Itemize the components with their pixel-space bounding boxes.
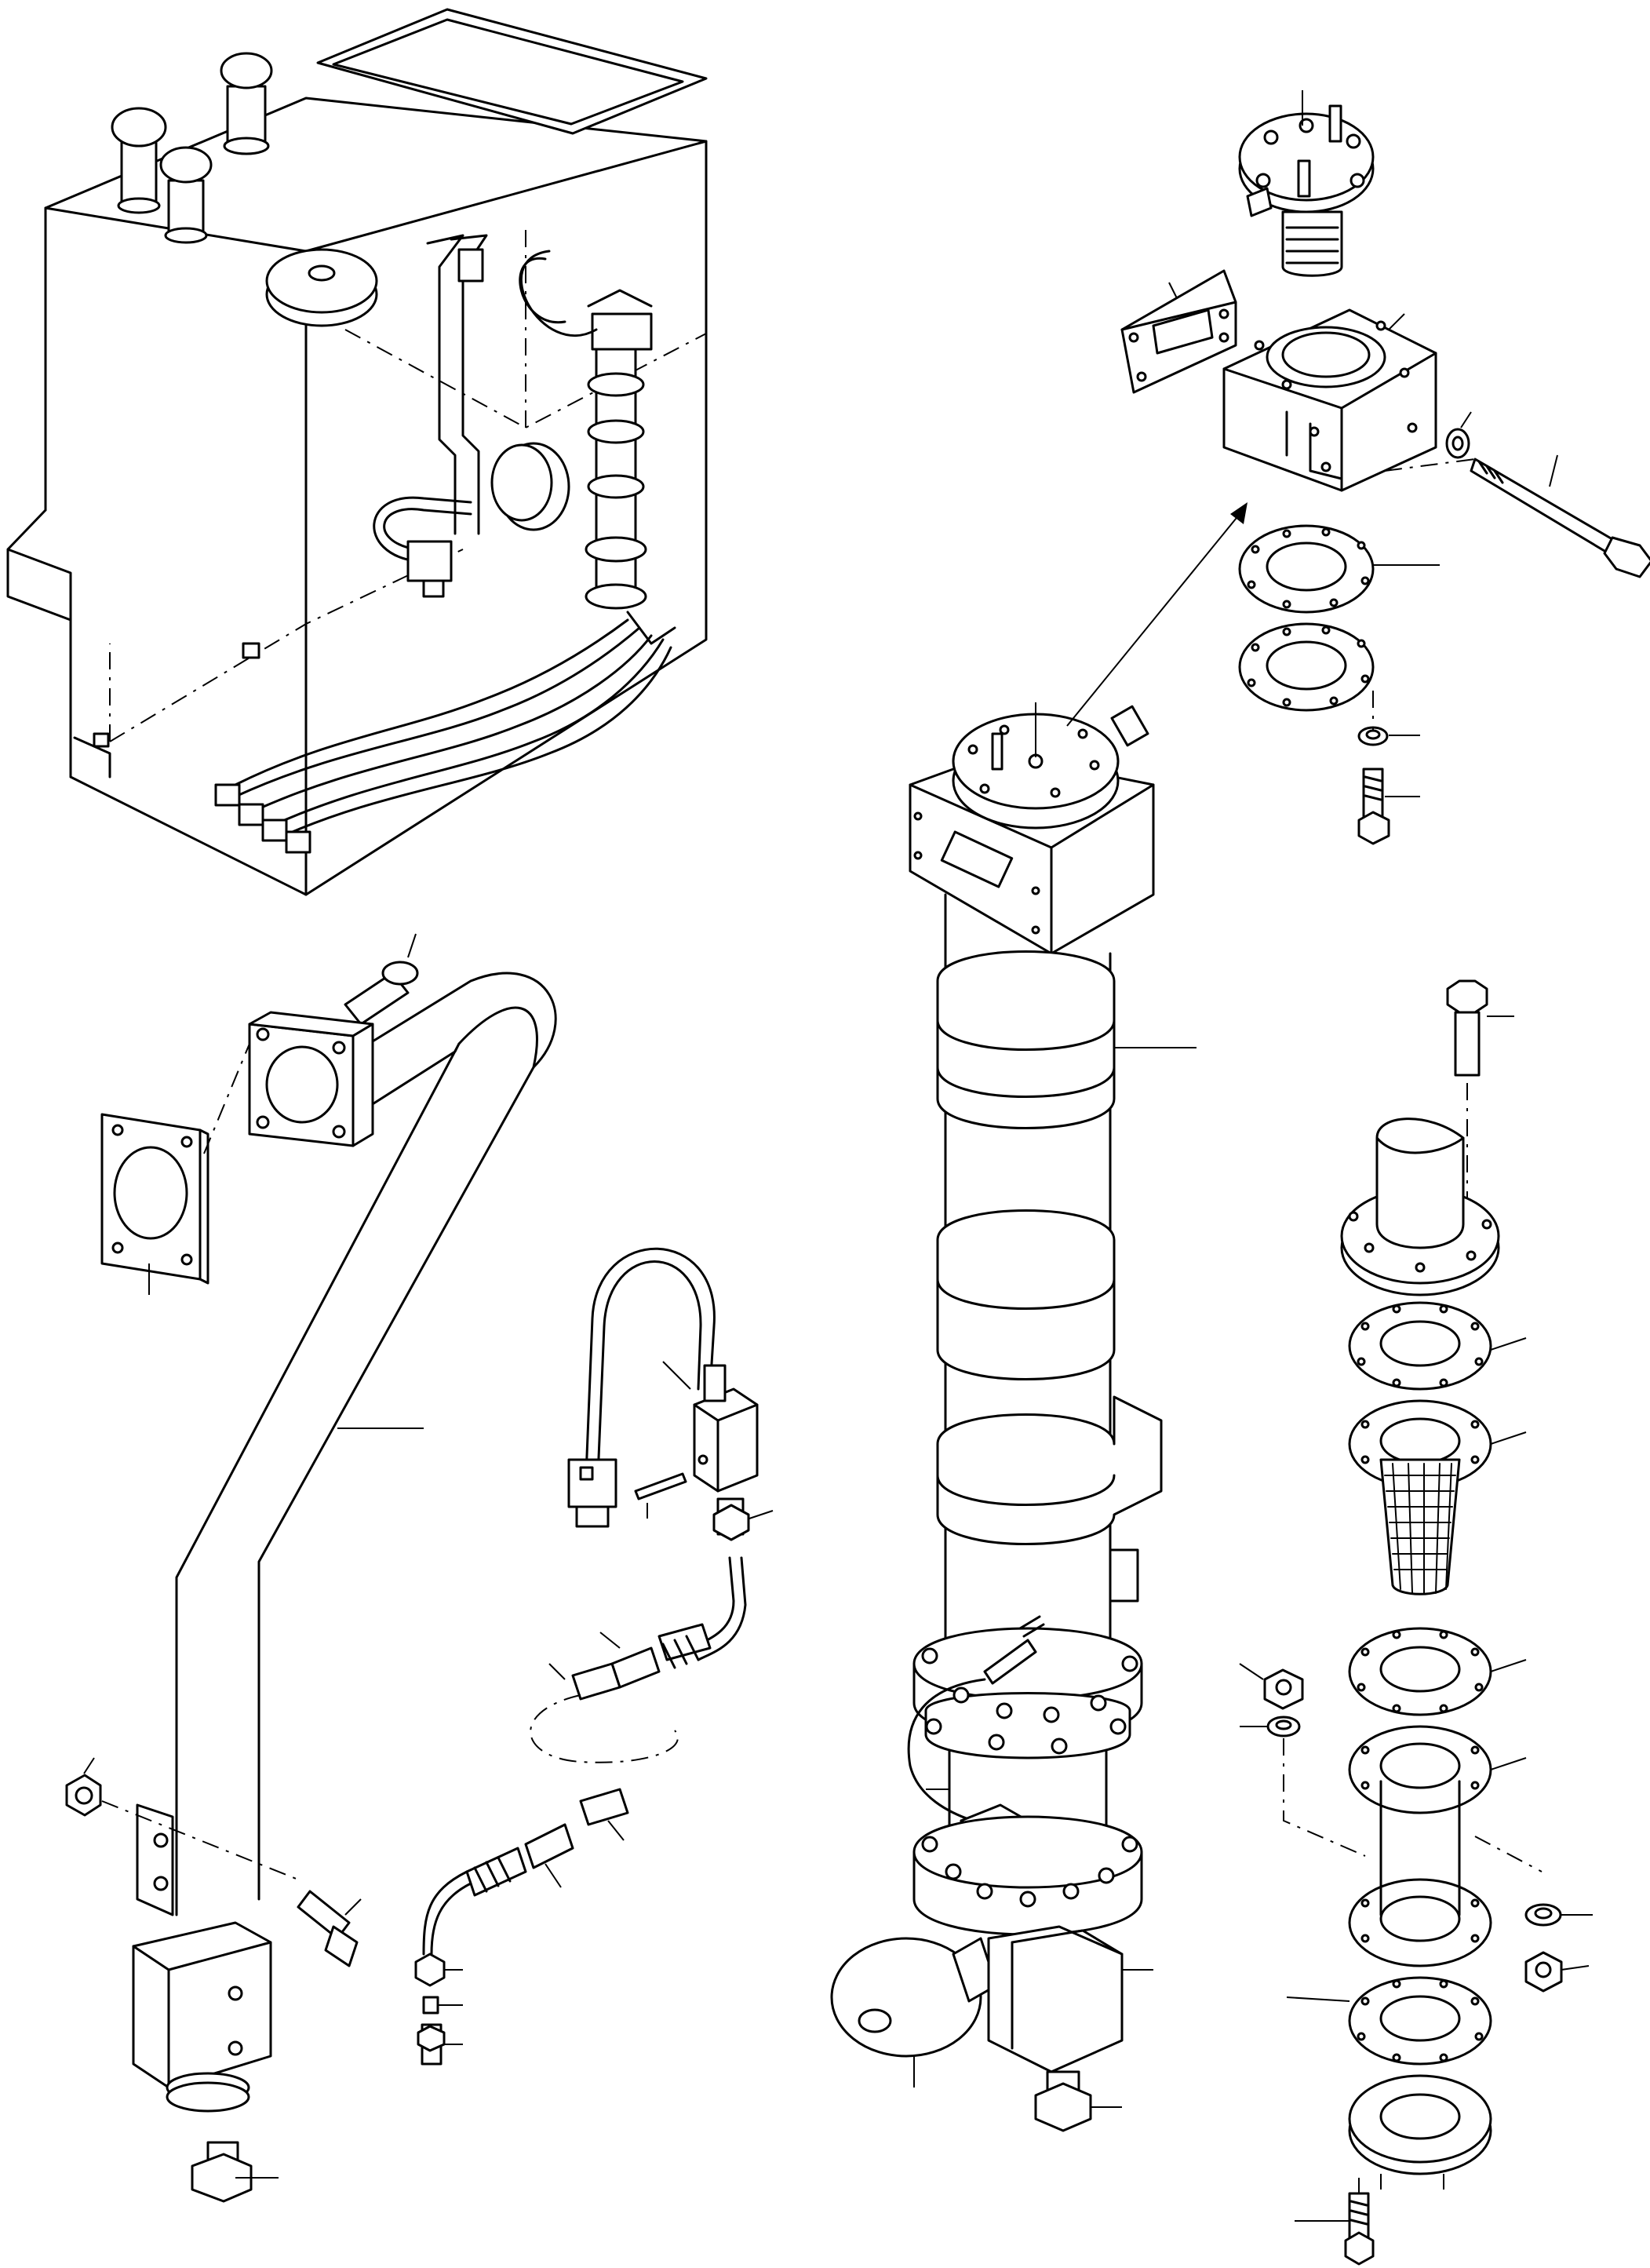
gasket (1120, 269, 1237, 394)
breather-cap (111, 107, 167, 214)
bolt (1470, 458, 1650, 578)
strainer-basket (1348, 1399, 1492, 1595)
filter-housing-column (830, 502, 1248, 2132)
connector-plug (567, 1458, 617, 1528)
gasket (1348, 1976, 1492, 2066)
pipe-end-fitting (261, 819, 288, 842)
gasket (1348, 2074, 1492, 2175)
flange-tube (1340, 1118, 1500, 1296)
gasket (100, 1113, 209, 1285)
pipe-end-fitting (238, 803, 264, 826)
washer (1266, 1716, 1301, 1737)
drain-plug (191, 2141, 253, 2203)
breather-cap (159, 146, 213, 244)
bolt (297, 1890, 359, 1967)
return-pipe (65, 933, 557, 2203)
bolt (344, 961, 419, 1026)
sensor-cable-assembly (414, 1247, 774, 2066)
bolt (1344, 2192, 1375, 2266)
filter-cap (1238, 104, 1375, 217)
gasket (1348, 1301, 1492, 1391)
flange (912, 1627, 1143, 1759)
gasket (1348, 1627, 1492, 1716)
bolt (1357, 768, 1390, 845)
nut (65, 1774, 102, 1817)
strainer-stack-exploded (1239, 979, 1593, 2266)
filler-cover (265, 248, 378, 327)
washer (1445, 428, 1470, 459)
nut (1524, 1951, 1563, 1993)
sight-glass (490, 442, 570, 531)
tank-assembly (6, 8, 708, 896)
breather-cap (220, 52, 273, 155)
pressure-switch (693, 1364, 759, 1493)
spool-piece (1348, 1725, 1492, 1967)
bolt (1446, 979, 1488, 1077)
drain-plug (1034, 2070, 1092, 2132)
pipe-end-fitting (285, 830, 311, 854)
pipe-end-fitting (214, 783, 241, 807)
gasket (1238, 622, 1375, 712)
filter-head-exploded (1120, 90, 1650, 845)
filter-head-block (1222, 308, 1437, 492)
washer (1524, 1903, 1562, 1927)
nut (1263, 1668, 1304, 1710)
accumulator (830, 1937, 998, 2058)
gasket (1238, 524, 1375, 614)
